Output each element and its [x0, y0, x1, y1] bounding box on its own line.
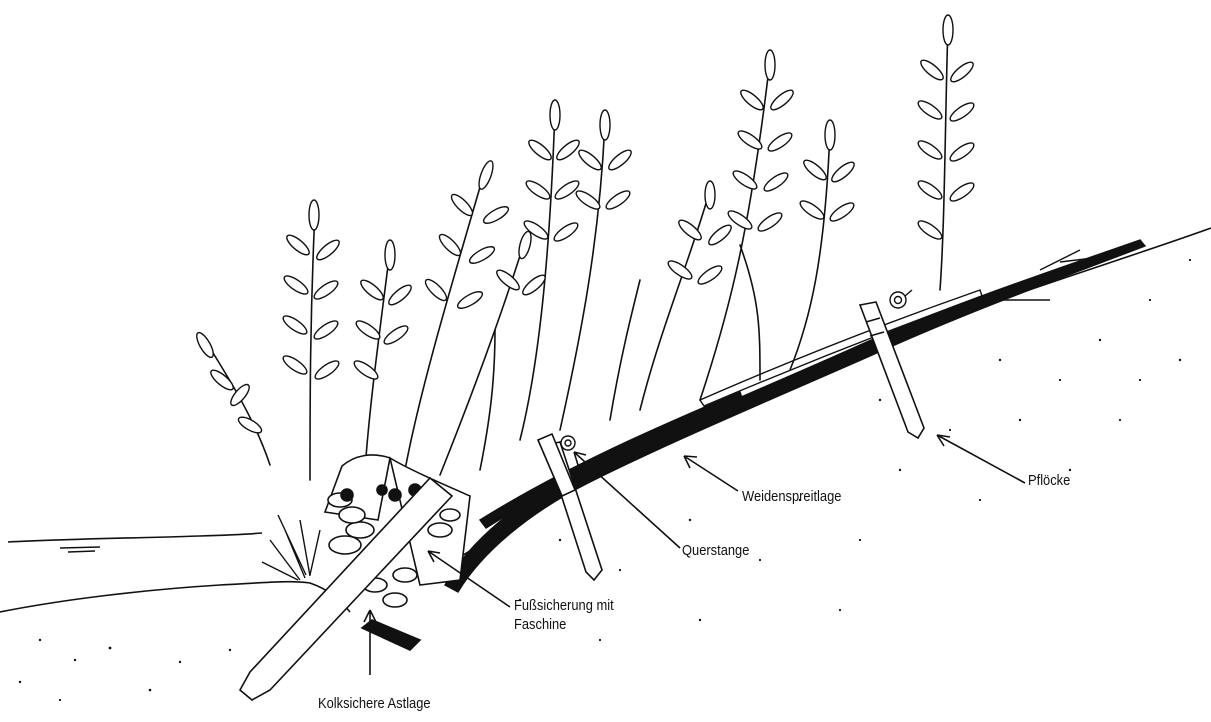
label-weidenspreitlage: Weidenspreitlage: [742, 488, 841, 505]
arrow-weidenspreitlage: [684, 456, 738, 491]
label-kolksichere-astlage: Kolksichere Astlage: [318, 695, 431, 712]
label-querstange: Querstange: [682, 542, 749, 559]
willow-branch-layer: [445, 240, 1145, 592]
arrow-kolksichere: [364, 610, 376, 675]
willow-shoots: [205, 25, 948, 480]
small-bush: [262, 515, 320, 580]
water-surface: [8, 533, 262, 552]
arrow-pfloecke: [937, 435, 1025, 483]
label-fusssicherung-line2: Faschine: [514, 616, 566, 633]
label-pfloecke: Pflöcke: [1028, 472, 1070, 489]
label-fusssicherung-line1: Fußsicherung mit: [514, 597, 614, 614]
snail: [561, 290, 912, 450]
